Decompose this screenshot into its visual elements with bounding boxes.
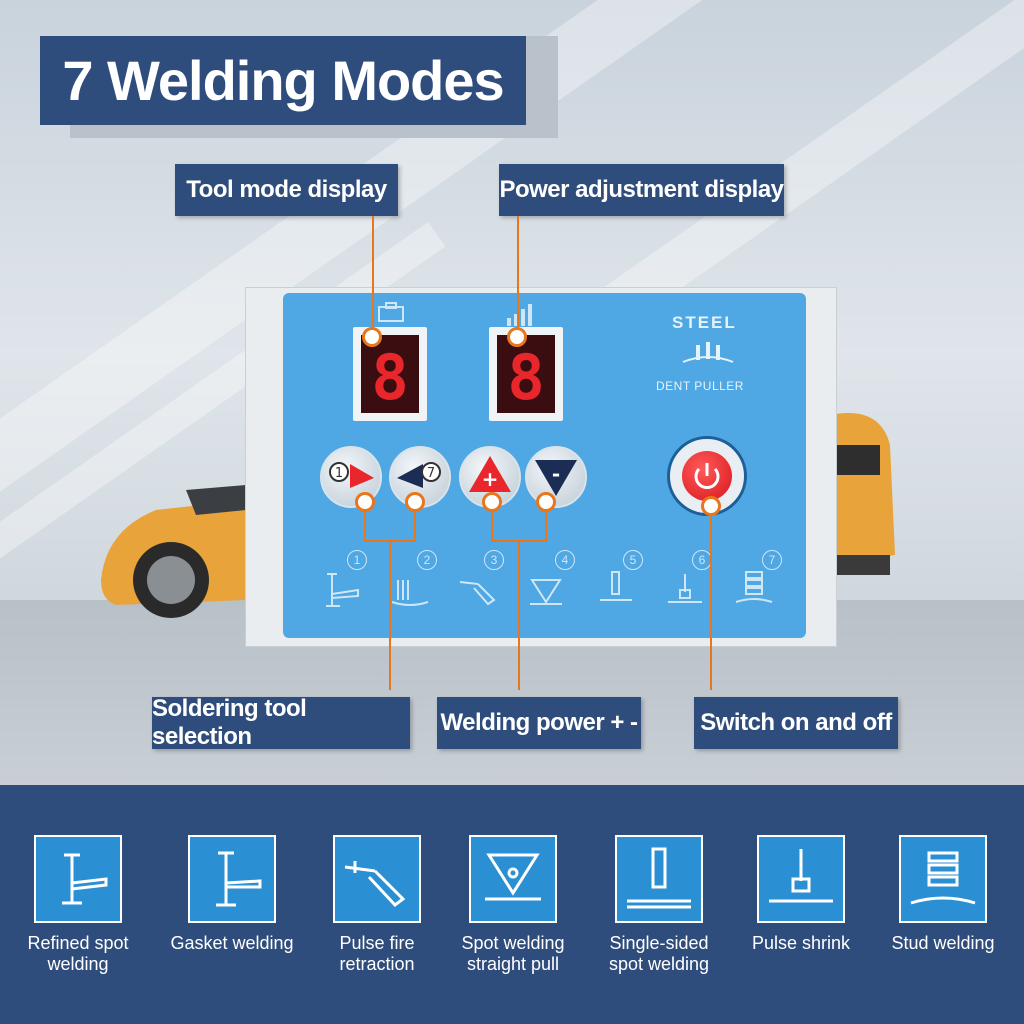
- signal-bars-icon: [507, 304, 532, 326]
- callout-dot: [355, 492, 375, 512]
- mode-name-2: straight pull: [466, 954, 560, 974]
- callout-line: [710, 506, 712, 690]
- car-image: [101, 485, 246, 618]
- mode-name: Gasket welding: [170, 933, 294, 953]
- plus-sign: +: [482, 467, 499, 491]
- callout-line: [518, 540, 520, 690]
- tool-mode-display-label: Tool mode display: [175, 164, 398, 216]
- panel-gasket-icon: [391, 580, 429, 606]
- toolbox-icon: [378, 302, 404, 322]
- panel-mode-number: 1: [347, 550, 367, 570]
- refined-spot-icon: [62, 853, 108, 905]
- callout-line: [414, 502, 416, 540]
- mode-7-number: 7: [427, 466, 435, 481]
- callout-dot: [507, 327, 527, 347]
- welding-power-label: Welding power + -: [437, 697, 641, 749]
- soldering-tool-selection-label: Soldering tool selection: [152, 695, 410, 750]
- power-adjustment-display-label: Power adjustment display: [499, 164, 784, 216]
- dent-puller-logo-icon: [682, 342, 734, 363]
- callout-line: [491, 502, 493, 540]
- mode-name-2: welding: [47, 954, 109, 974]
- callout-dot: [405, 492, 425, 512]
- single-sided-icon: [627, 847, 691, 909]
- page-title: 7 Welding Modes: [40, 36, 526, 125]
- tool-mode-digit: 8: [371, 341, 409, 414]
- callout-line: [545, 502, 547, 540]
- car-image-right: [830, 413, 895, 575]
- minus-sign: -: [552, 462, 560, 486]
- mode-1-number: 1: [335, 466, 343, 481]
- stud-welding-icon: [910, 851, 976, 905]
- callout-line: [364, 502, 366, 540]
- panel-mode-number: 2: [417, 550, 437, 570]
- mode-7-arrow-left-icon: 7: [397, 462, 441, 488]
- mode-name-2: spot welding: [608, 954, 710, 974]
- pulse-shrink-icon: [769, 849, 833, 903]
- panel-pulse-fire-icon: [459, 581, 496, 606]
- callout-line: [517, 216, 519, 336]
- panel-single-sided-icon: [600, 571, 632, 601]
- panel-refined-spot-icon: [326, 573, 359, 607]
- power-minus-icon: -: [535, 460, 577, 496]
- spot-pull-icon: [485, 853, 541, 901]
- callout-dot: [536, 492, 556, 512]
- gasket-welding-icon: [216, 851, 262, 907]
- callout-line: [389, 540, 391, 690]
- power-digit: 8: [507, 341, 545, 414]
- mode-item-gasket: Gasket welding: [162, 835, 302, 954]
- panel-pulse-shrink-icon: [668, 574, 702, 603]
- tool-mode-display: 8: [353, 327, 427, 421]
- panel-mode-number: 7: [762, 550, 782, 570]
- callout-dot: [482, 492, 502, 512]
- panel-mode-number: 3: [484, 550, 504, 570]
- mode-name: Pulse fire: [339, 933, 415, 953]
- mode-name: Stud welding: [891, 933, 995, 953]
- power-icon: [694, 463, 720, 489]
- mode-item-stud: Stud welding: [873, 835, 1013, 954]
- mode-1-arrow-right-icon: 1: [329, 462, 374, 488]
- mode-name: Spot welding: [461, 933, 565, 953]
- power-display: 8: [489, 327, 563, 421]
- switch-on-off-label: Switch on and off: [694, 697, 898, 749]
- brand-label: STEEL: [672, 313, 737, 332]
- mode-item-pulse-shrink: Pulse shrink: [731, 835, 871, 954]
- callout-line: [372, 216, 374, 336]
- panel-mode-number: 6: [692, 550, 712, 570]
- panel-spot-pull-icon: [530, 579, 562, 605]
- mode-name: Single-sided: [609, 933, 709, 953]
- power-minus-button[interactable]: -: [525, 446, 587, 508]
- panel-mode-number: 5: [623, 550, 643, 570]
- callout-dot: [362, 327, 382, 347]
- mode-name-2: retraction: [339, 954, 415, 974]
- pulse-fire-icon: [344, 861, 406, 908]
- panel-stud-icon: [735, 571, 773, 603]
- mode-name: Refined spot: [27, 933, 129, 953]
- mode-name: Pulse shrink: [751, 933, 851, 953]
- power-plus-icon: +: [469, 456, 511, 492]
- panel-mode-number: 4: [555, 550, 575, 570]
- product-label: DENT PULLER: [656, 379, 744, 393]
- callout-dot: [701, 496, 721, 516]
